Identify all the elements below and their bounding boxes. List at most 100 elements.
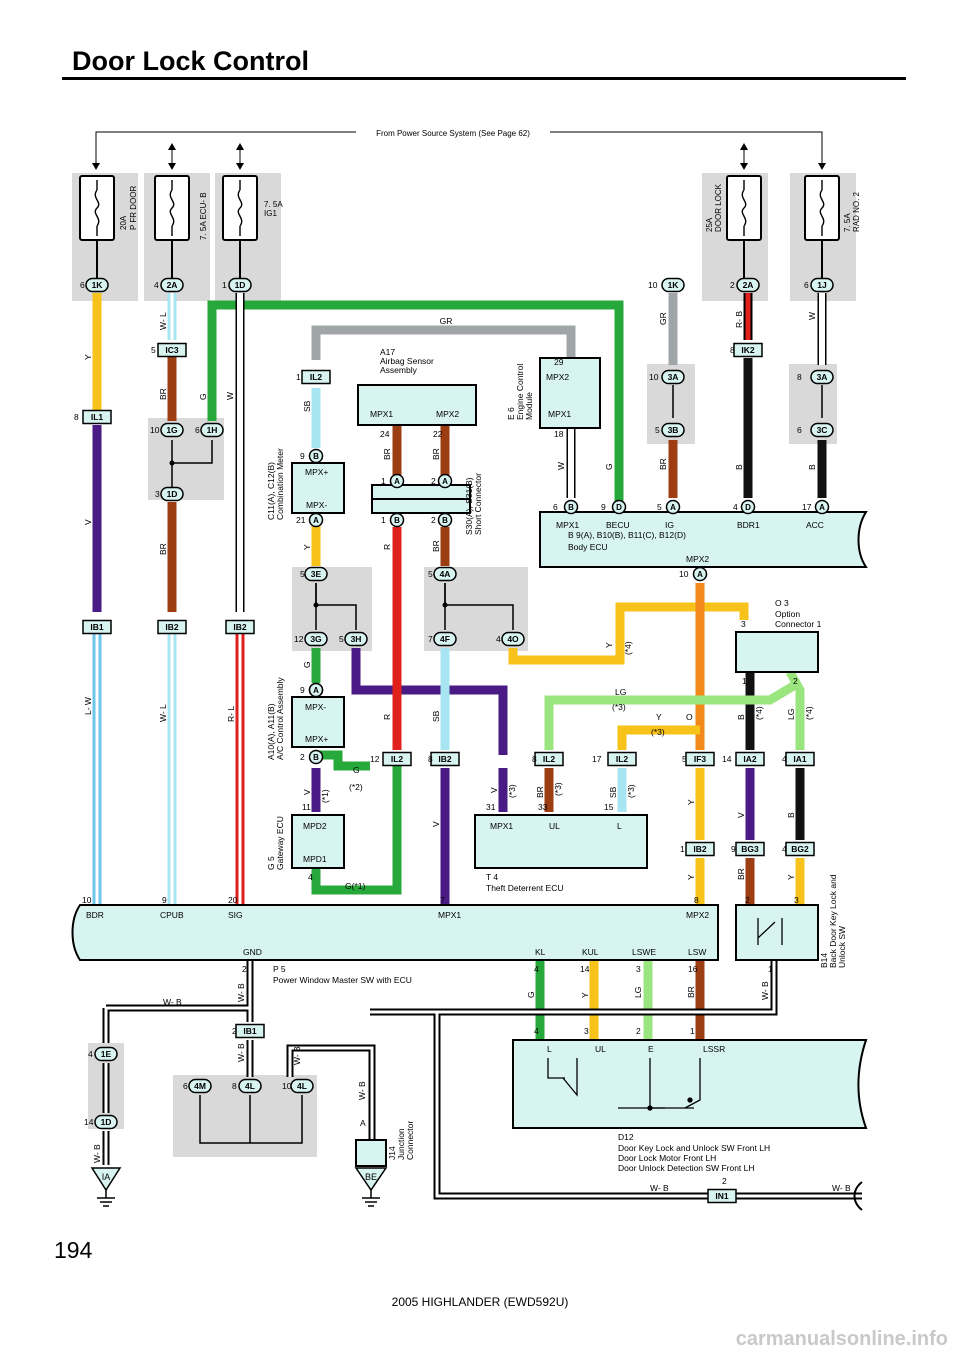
label-w-WB2: W- B (236, 983, 246, 1002)
connector-c-3A-a: 3A (661, 369, 685, 385)
label-w-V4: V (489, 787, 499, 793)
label-w-star3a: (*3) (612, 702, 626, 712)
connector-p-A7: A (692, 566, 708, 582)
connector-c-1K-a: 1K (85, 277, 109, 293)
connector-label: IC3 (165, 345, 179, 355)
components (71, 357, 868, 1167)
label-n2k: 2 (722, 1176, 727, 1186)
label-w-R1: R (382, 544, 392, 550)
label-n2b: 2 (431, 476, 436, 486)
label-w-W3: W (556, 462, 566, 470)
label-1: MPD1 (303, 854, 327, 864)
label-n24: 24 (380, 429, 390, 439)
connector-label: A (442, 477, 448, 486)
connector-label: BG3 (741, 844, 759, 854)
connector-c-IB2-c: IB2 (430, 751, 460, 767)
label-w-B3: B (786, 812, 796, 818)
label-w-Y2: Y (302, 544, 312, 550)
label-w-G1: G (198, 393, 208, 400)
connector-c-1J: 1J (810, 277, 834, 293)
fuse-labels: 20A P FR DOOR 7. 5A ECU- B 7. 5A IG1 25A… (119, 183, 861, 240)
connector-label: 4L (297, 1081, 307, 1091)
label-n2i: 2 (636, 1026, 641, 1036)
label-n2c: 2 (431, 515, 436, 525)
label-w-RL: R- L (226, 706, 236, 722)
label-w-star3d: (*3) (553, 782, 563, 796)
connector-c-IL2-b: IL2 (382, 751, 412, 767)
label-n1g: 1 (680, 844, 685, 854)
connector-c-IL2-a: IL2 (301, 369, 331, 385)
connector-label: IL2 (616, 754, 629, 764)
connector-label: A (670, 503, 676, 512)
connector-c-4L-b: 4L (290, 1078, 314, 1094)
label-n14b: 14 (580, 964, 590, 974)
label-w-G5: G (526, 991, 536, 998)
connector-label: IA2 (743, 754, 757, 764)
label-n5f: 5 (682, 754, 687, 764)
fuse-symbols (94, 180, 825, 236)
label-1: KL (535, 947, 546, 957)
connector-c-3C: 3C (810, 422, 834, 438)
fuse-label-ig1-amp: 7. 5A (264, 200, 283, 209)
connector-label: B (313, 753, 319, 762)
label-2: E (648, 1044, 654, 1054)
connector-p-A4: A (308, 682, 324, 698)
power-source-bracket (95, 131, 823, 165)
label-w-star4b: (*4) (754, 706, 764, 720)
label-1: Engine Control (515, 364, 525, 420)
connector-label: B (394, 516, 400, 525)
label-n1d: 1 (381, 515, 386, 525)
connector-label: 4M (194, 1081, 206, 1091)
label-w-LG2: LG (786, 709, 796, 720)
label-0: MPX1 (370, 409, 393, 419)
connector-c-1D-a: 1D (228, 277, 252, 293)
label-n4f: 4 (782, 844, 787, 854)
connector-label: IB2 (438, 754, 452, 764)
label-2: KUL (582, 947, 599, 957)
connector-p-A6: A (814, 499, 830, 515)
connector-p-A5: A (665, 499, 681, 515)
label-n10d: 10 (679, 569, 689, 579)
label-0: T 4 (486, 872, 498, 882)
fuse-label-p-fr-door: P FR DOOR (129, 185, 138, 230)
connector-c-IA1: IA1 (785, 751, 815, 767)
label-w-V1: V (83, 519, 93, 525)
page-title: Door Lock Control (72, 46, 309, 76)
label-1: Junction (396, 1128, 406, 1160)
connector-label: IB1 (90, 622, 104, 632)
label-n12a: 12 (294, 634, 304, 644)
label-w-LW: L- W (83, 697, 93, 715)
label-n16: 16 (688, 964, 698, 974)
label-w-V3: V (431, 821, 441, 827)
label-n1e: 1 (742, 676, 747, 686)
connector-label: 1E (101, 1049, 112, 1059)
label-n2j: 2 (232, 1026, 237, 1036)
label-2: L (617, 821, 622, 831)
label-1: Body ECU (568, 542, 608, 552)
label-ground-ia: IA (102, 1172, 111, 1182)
label-n10e: 10 (82, 895, 92, 905)
label-w-BR3: BR (382, 448, 392, 460)
label-n2h: 2 (242, 964, 247, 974)
label-w-BR2: BR (158, 543, 168, 555)
connector-p-A1: A (308, 512, 324, 528)
label-w-BR1: BR (158, 388, 168, 400)
connector-label: 3H (351, 634, 362, 644)
label-n1h: 1 (768, 964, 773, 974)
label-n4b: 4 (733, 502, 738, 512)
label-0: MPX1 (556, 520, 579, 530)
fuse-label-rad-amp: 7. 5A (843, 213, 852, 232)
connector-c-IB1-b: IB1 (235, 1023, 265, 1039)
connector-label: IN1 (715, 1191, 729, 1201)
connector-label: A (697, 570, 703, 579)
wires (92, 240, 863, 1211)
label-n9c: 9 (300, 685, 305, 695)
connector-label: B (442, 516, 448, 525)
label-0: A10(A), A11(B) (266, 703, 276, 760)
label-w-BR6: BR (658, 458, 668, 470)
connector-label: 2A (167, 280, 178, 290)
connector-p-A2: A (389, 473, 405, 489)
label-n8a: 8 (74, 412, 79, 422)
connector-p-B5: B (308, 749, 324, 765)
